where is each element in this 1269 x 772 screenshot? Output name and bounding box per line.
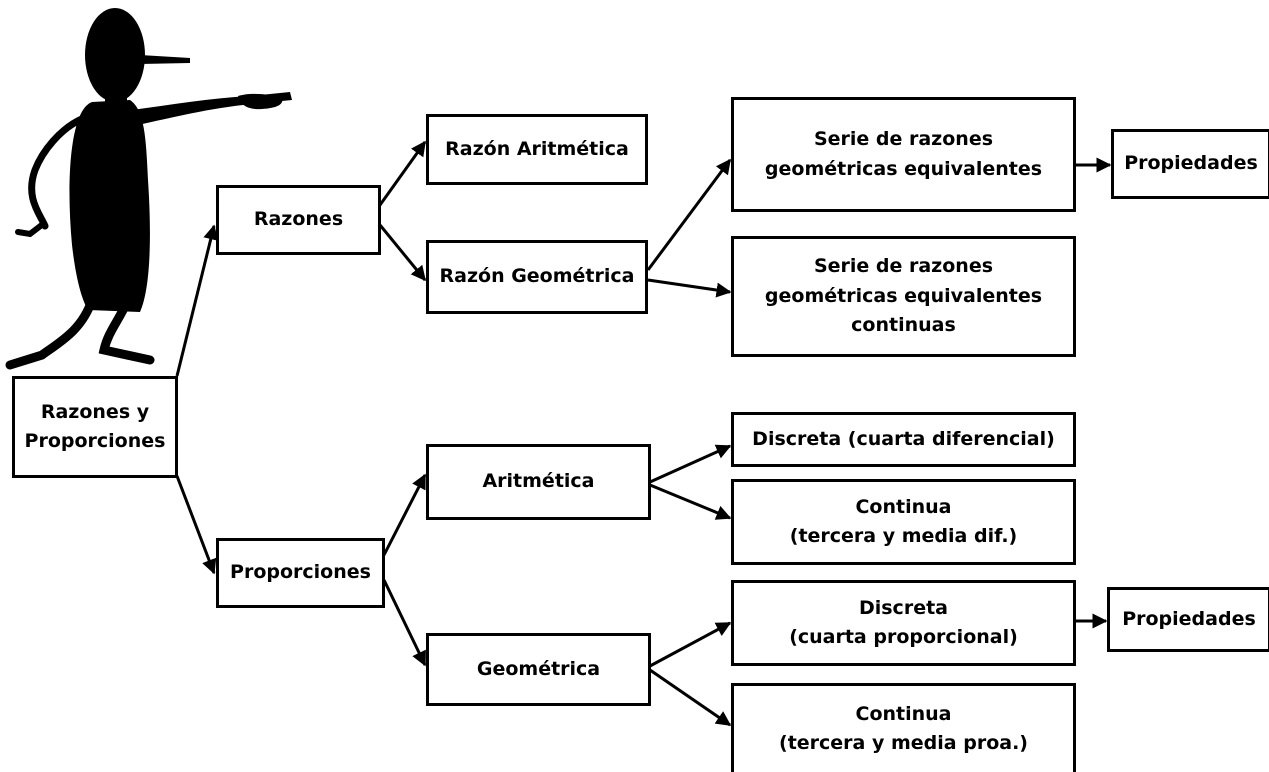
node-label: Propiedades: [1122, 607, 1256, 630]
node-razones-y-proporciones: Razones y Proporciones: [12, 376, 178, 478]
node-label: Razones y Proporciones: [24, 400, 166, 452]
node-label: Continua (tercera y media dif.): [789, 495, 1018, 547]
node-serie-equivalentes: Serie de razones geométricas equivalente…: [731, 97, 1076, 212]
node-proporciones: Proporciones: [216, 538, 385, 608]
node-aritmetica: Aritmética: [426, 444, 651, 520]
pointing-man-icon: [5, 8, 292, 370]
node-label: Razones: [253, 208, 344, 231]
node-geometrica: Geométrica: [426, 633, 651, 706]
node-label: Continua (tercera y media proa.): [779, 702, 1028, 754]
node-label: Aritmética: [482, 470, 595, 493]
connectors: [175, 140, 1112, 727]
node-discreta-diferencial: Discreta (cuarta diferencial): [731, 412, 1076, 467]
node-serie-continuas: Serie de razones geométricas equivalente…: [731, 236, 1076, 357]
node-label: Proporciones: [230, 561, 371, 584]
node-razon-aritmetica: Razón Aritmética: [426, 114, 648, 185]
node-label: Serie de razones geométricas equivalente…: [764, 255, 1043, 337]
node-razones: Razones: [216, 185, 381, 255]
node-continua-proa: Continua (tercera y media proa.): [731, 683, 1076, 772]
node-label: Discreta (cuarta diferencial): [752, 427, 1055, 450]
node-discreta-proporcional: Discreta (cuarta proporcional): [731, 580, 1076, 666]
node-razon-geometrica: Razón Geométrica: [426, 240, 648, 314]
node-label: Discreta (cuarta proporcional): [789, 596, 1018, 648]
node-label: Razón Geométrica: [439, 265, 635, 288]
node-continua-dif: Continua (tercera y media dif.): [731, 479, 1076, 565]
node-label: Propiedades: [1124, 152, 1258, 175]
node-label: Razón Aritmética: [445, 137, 629, 160]
node-label: Serie de razones geométricas equivalente…: [764, 128, 1043, 180]
node-label: Geométrica: [476, 657, 601, 680]
node-propiedades-2: Propiedades: [1107, 587, 1269, 652]
node-propiedades-1: Propiedades: [1111, 129, 1269, 199]
